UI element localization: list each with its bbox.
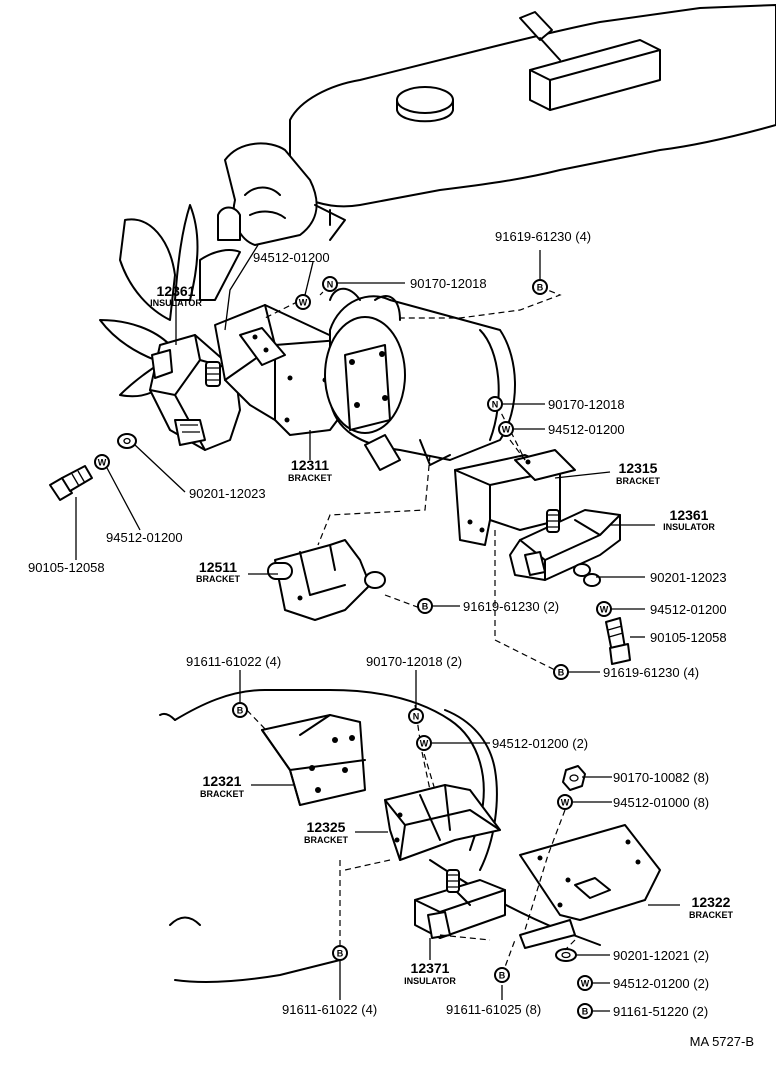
fastener-symbols: W N B N W W W B B B N W W W B B B bbox=[94, 276, 612, 1019]
part-name-12321: BRACKET bbox=[200, 789, 245, 799]
fastener-label-f10: 94512-01200 bbox=[650, 602, 727, 617]
part-number-12361-left: 12361 bbox=[157, 283, 196, 299]
leader-lines bbox=[75, 244, 680, 1012]
fan-outline bbox=[99, 204, 241, 398]
fastener-label-f11: 90105-12058 bbox=[650, 630, 727, 645]
symbol-f13: B bbox=[553, 664, 569, 680]
symbol-f2: N bbox=[322, 276, 338, 292]
symbol-f5: W bbox=[498, 421, 514, 437]
fastener-graphics bbox=[49, 433, 631, 962]
symbol-f22: B bbox=[332, 945, 348, 961]
part-number-12511: 12511 bbox=[199, 559, 237, 575]
svg-text:B: B bbox=[422, 602, 429, 612]
fastener-label-f23: 91611-61025 (8) bbox=[446, 1002, 541, 1017]
fastener-label-f14: 91611-61022 (4) bbox=[186, 654, 281, 669]
bolt-left-shank bbox=[61, 465, 93, 492]
fastener-label-f20: 94512-01200 (2) bbox=[613, 976, 709, 991]
fastener-label-f17: 90170-10082 (8) bbox=[613, 770, 709, 785]
svg-text:W: W bbox=[420, 739, 429, 749]
transmission-bell-housing bbox=[324, 287, 516, 471]
fastener-labels: 94512-01200 90170-12018 91619-61230 (4) … bbox=[28, 229, 727, 1019]
svg-text:N: N bbox=[327, 280, 334, 290]
engine-block-outline bbox=[217, 4, 776, 246]
fastener-label-f2: 90170-12018 bbox=[410, 276, 487, 291]
bolt-left-head bbox=[49, 477, 73, 501]
symbol-f12: B bbox=[417, 598, 433, 614]
symbol-f10: W bbox=[596, 601, 612, 617]
part-number-12311: 12311 bbox=[291, 457, 329, 473]
fastener-label-f9: 90201-12023 bbox=[650, 570, 727, 585]
part-labels: 12361 INSULATOR 12311 BRACKET 12315 BRAC… bbox=[150, 283, 733, 986]
bracket-12325 bbox=[384, 784, 501, 861]
insulator-12371 bbox=[414, 869, 506, 939]
svg-text:B: B bbox=[558, 668, 565, 678]
fastener-label-f6: 90201-12023 bbox=[189, 486, 266, 501]
symbol-f14: B bbox=[232, 702, 248, 718]
part-name-12325: BRACKET bbox=[304, 835, 349, 845]
part-number-12315: 12315 bbox=[619, 460, 658, 476]
fastener-label-f12: 91619-61230 (2) bbox=[463, 599, 559, 614]
bracket-12511 bbox=[267, 539, 386, 621]
bracket-12322 bbox=[519, 824, 661, 949]
part-name-12361-right: INSULATOR bbox=[663, 522, 715, 532]
insulator-12361-left bbox=[149, 334, 241, 451]
part-number-12322: 12322 bbox=[692, 894, 731, 910]
part-number-12361-right: 12361 bbox=[670, 507, 709, 523]
fastener-label-f13: 91619-61230 (4) bbox=[603, 665, 699, 680]
fastener-label-f15: 90170-12018 (2) bbox=[366, 654, 462, 669]
part-name-12371: INSULATOR bbox=[404, 976, 456, 986]
fastener-label-f19: 90201-12021 (2) bbox=[613, 948, 709, 963]
diagram-code: MA 5727-B bbox=[690, 1034, 754, 1049]
fastener-label-f16: 94512-01200 (2) bbox=[492, 736, 588, 751]
part-number-12325: 12325 bbox=[307, 819, 346, 835]
svg-text:N: N bbox=[413, 712, 420, 722]
part-name-12311: BRACKET bbox=[288, 473, 333, 483]
symbol-f23: B bbox=[494, 967, 510, 983]
svg-text:W: W bbox=[98, 458, 107, 468]
fastener-label-f4: 90170-12018 bbox=[548, 397, 625, 412]
part-name-12315: BRACKET bbox=[616, 476, 661, 486]
svg-text:W: W bbox=[502, 425, 511, 435]
svg-text:W: W bbox=[581, 979, 590, 989]
svg-text:B: B bbox=[499, 971, 506, 981]
bracket-12321 bbox=[261, 714, 366, 806]
symbol-f18: W bbox=[557, 794, 573, 810]
symbol-f15: N bbox=[408, 708, 424, 724]
symbol-f4: N bbox=[487, 396, 503, 412]
symbol-f20: W bbox=[577, 975, 593, 991]
symbol-f7: W bbox=[94, 454, 110, 470]
part-name-12361-left: INSULATOR bbox=[150, 298, 202, 308]
svg-text:B: B bbox=[337, 949, 344, 959]
svg-text:W: W bbox=[299, 298, 308, 308]
fastener-label-f18: 94512-01000 (8) bbox=[613, 795, 709, 810]
fastener-label-f21: 91161-51220 (2) bbox=[613, 1004, 708, 1019]
part-number-12321: 12321 bbox=[203, 773, 242, 789]
svg-text:B: B bbox=[582, 1007, 589, 1017]
symbol-f16: W bbox=[416, 735, 432, 751]
fastener-label-f5: 94512-01200 bbox=[548, 422, 625, 437]
svg-text:B: B bbox=[237, 706, 244, 716]
fastener-label-f7: 94512-01200 bbox=[106, 530, 183, 545]
fastener-label-f8: 90105-12058 bbox=[28, 560, 105, 575]
svg-text:N: N bbox=[492, 400, 499, 410]
svg-text:W: W bbox=[600, 605, 609, 615]
fastener-label-f1: 94512-01200 bbox=[253, 250, 330, 265]
bracket-12315 bbox=[454, 449, 576, 546]
symbol-f21: B bbox=[577, 1003, 593, 1019]
fastener-label-f3: 91619-61230 (4) bbox=[495, 229, 591, 244]
part-number-12371: 12371 bbox=[411, 960, 450, 976]
part-name-12511: BRACKET bbox=[196, 574, 241, 584]
symbol-f3: B bbox=[532, 279, 548, 295]
svg-text:B: B bbox=[537, 283, 544, 293]
fastener-label-f22: 91611-61022 (4) bbox=[282, 1002, 377, 1017]
part-name-12322: BRACKET bbox=[689, 910, 734, 920]
svg-text:W: W bbox=[561, 798, 570, 808]
symbol-f1: W bbox=[295, 294, 311, 310]
